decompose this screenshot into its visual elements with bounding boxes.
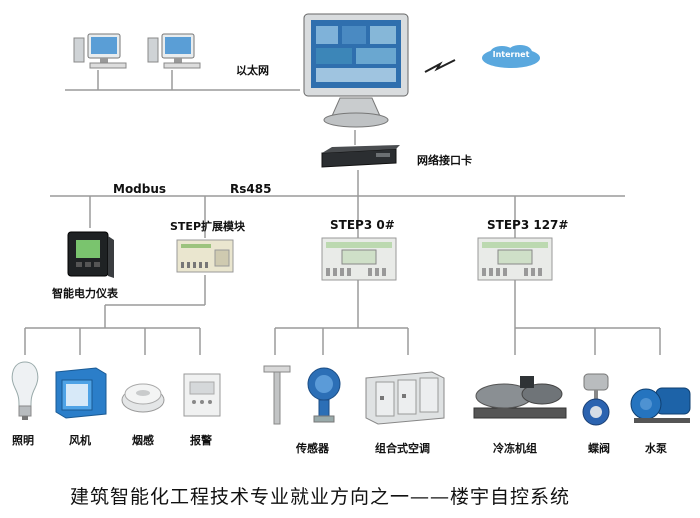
ethernet-label: 以太网	[236, 64, 269, 77]
workstation-icon	[72, 32, 132, 76]
device-label-sensor: 传感器	[296, 442, 329, 455]
alarm-panel-icon	[182, 372, 222, 422]
device-label-pump: 水泵	[645, 442, 667, 455]
device-label-valve: 蝶阀	[588, 442, 610, 455]
network-card-label: 网络接口卡	[417, 154, 472, 167]
step3-0-label: STEP3 0#	[330, 218, 395, 232]
step3-0-controller-icon	[320, 236, 398, 286]
device-label-lighting: 照明	[12, 434, 34, 447]
light-bulb-icon	[5, 358, 45, 428]
step3-127-label: STEP3 127#	[487, 218, 569, 232]
expansion-module-icon	[175, 238, 237, 278]
device-label-ahu: 组合式空调	[375, 442, 430, 455]
power-meter-icon	[66, 228, 116, 284]
power-meter-label: 智能电力仪表	[52, 287, 118, 300]
smoke-detector-icon	[120, 376, 166, 420]
workstation-icon	[146, 32, 206, 76]
internet-cloud-icon: Internet	[480, 44, 542, 74]
chiller-icon	[470, 370, 570, 430]
sensor-icon	[262, 362, 292, 432]
air-handler-icon	[362, 366, 448, 432]
water-pump-icon	[626, 380, 696, 430]
device-label-smoke: 烟感	[132, 434, 154, 447]
expansion-module-label: STEP扩展模块	[170, 220, 246, 233]
transmitter-icon	[302, 364, 346, 428]
rs485-label: Rs485	[230, 182, 272, 196]
device-label-fan: 风机	[69, 434, 91, 447]
page-caption: 建筑智能化工程技术专业就业方向之一——楼宇自控系统	[70, 486, 571, 508]
step3-127-controller-icon	[476, 236, 554, 286]
internet-label: Internet	[492, 50, 530, 59]
device-label-chiller: 冷冻机组	[493, 442, 537, 455]
butterfly-valve-icon	[576, 372, 616, 432]
network-card-icon	[318, 145, 400, 175]
fan-icon	[52, 362, 110, 424]
device-label-alarm: 报警	[190, 434, 212, 447]
monitor-icon	[302, 12, 412, 136]
modbus-label: Modbus	[113, 182, 167, 196]
